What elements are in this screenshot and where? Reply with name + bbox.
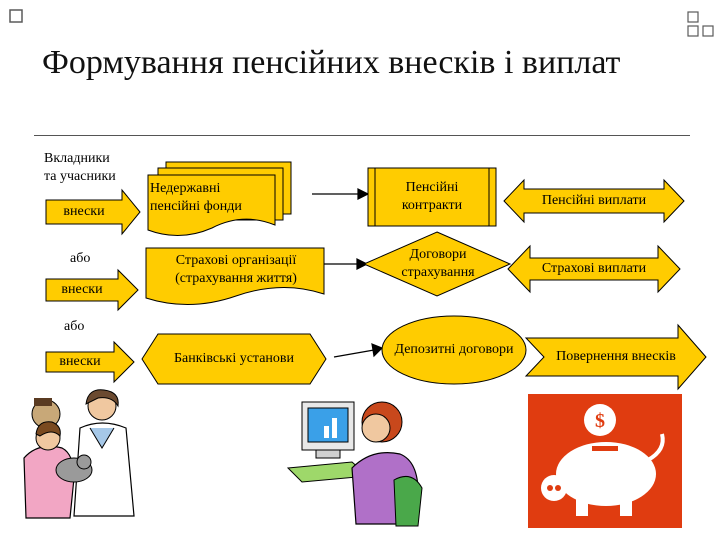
flow-arrow-2	[324, 258, 369, 270]
vet-with-cat-clipart	[23, 389, 135, 519]
piggy-bank-icon: $	[528, 394, 682, 528]
woman-at-computer-clipart	[286, 401, 423, 527]
contribution-label-1: внески	[63, 204, 105, 219]
contribution-label-3: внески	[59, 354, 101, 369]
contribution-arrow-2	[45, 268, 139, 312]
contribution-arrow-3	[45, 340, 135, 384]
outcome-arrow-1	[503, 178, 685, 224]
or-label-2: або	[64, 319, 85, 334]
contract-label-1: Пенсійні контракти	[401, 180, 463, 213]
institution-label-1: Недержавні пенсійні фонди	[150, 181, 242, 214]
outcome-label-3: Повернення внесків	[556, 349, 676, 364]
contribution-label-2: внески	[61, 282, 103, 297]
outcome-arrow-2	[507, 244, 681, 294]
contract-label-3: Депозитні договори	[394, 342, 514, 357]
or-label-1: або	[70, 251, 91, 266]
institution-node-2	[145, 247, 325, 305]
institution-label-2: Страхові організації (страхування життя)	[175, 253, 297, 286]
outcome-arrow-3	[524, 323, 707, 391]
contributors-label-line2: та учасники	[44, 169, 116, 184]
contract-label-2: Договори страхування	[401, 247, 475, 280]
contributors-label-line1: Вкладники	[44, 151, 110, 166]
institution-node-1	[147, 161, 292, 237]
flow-arrow-1	[312, 188, 370, 200]
page-title: Формування пенсійних внесків і виплат	[42, 44, 621, 81]
institution-label-3: Банківські установи	[173, 351, 295, 366]
flow-arrow-3	[333, 343, 384, 358]
outcome-label-2: Страхові виплати	[541, 261, 647, 276]
title-divider	[34, 135, 690, 136]
contract-node-2	[362, 231, 512, 297]
contract-node-3	[381, 315, 527, 385]
contract-node-1	[367, 167, 497, 227]
outcome-label-1: Пенсійні виплати	[541, 193, 647, 208]
decorative-squares	[9, 9, 714, 37]
svg-text:$: $	[595, 410, 605, 432]
institution-node-3	[141, 333, 327, 385]
contribution-arrow-1	[45, 188, 141, 236]
